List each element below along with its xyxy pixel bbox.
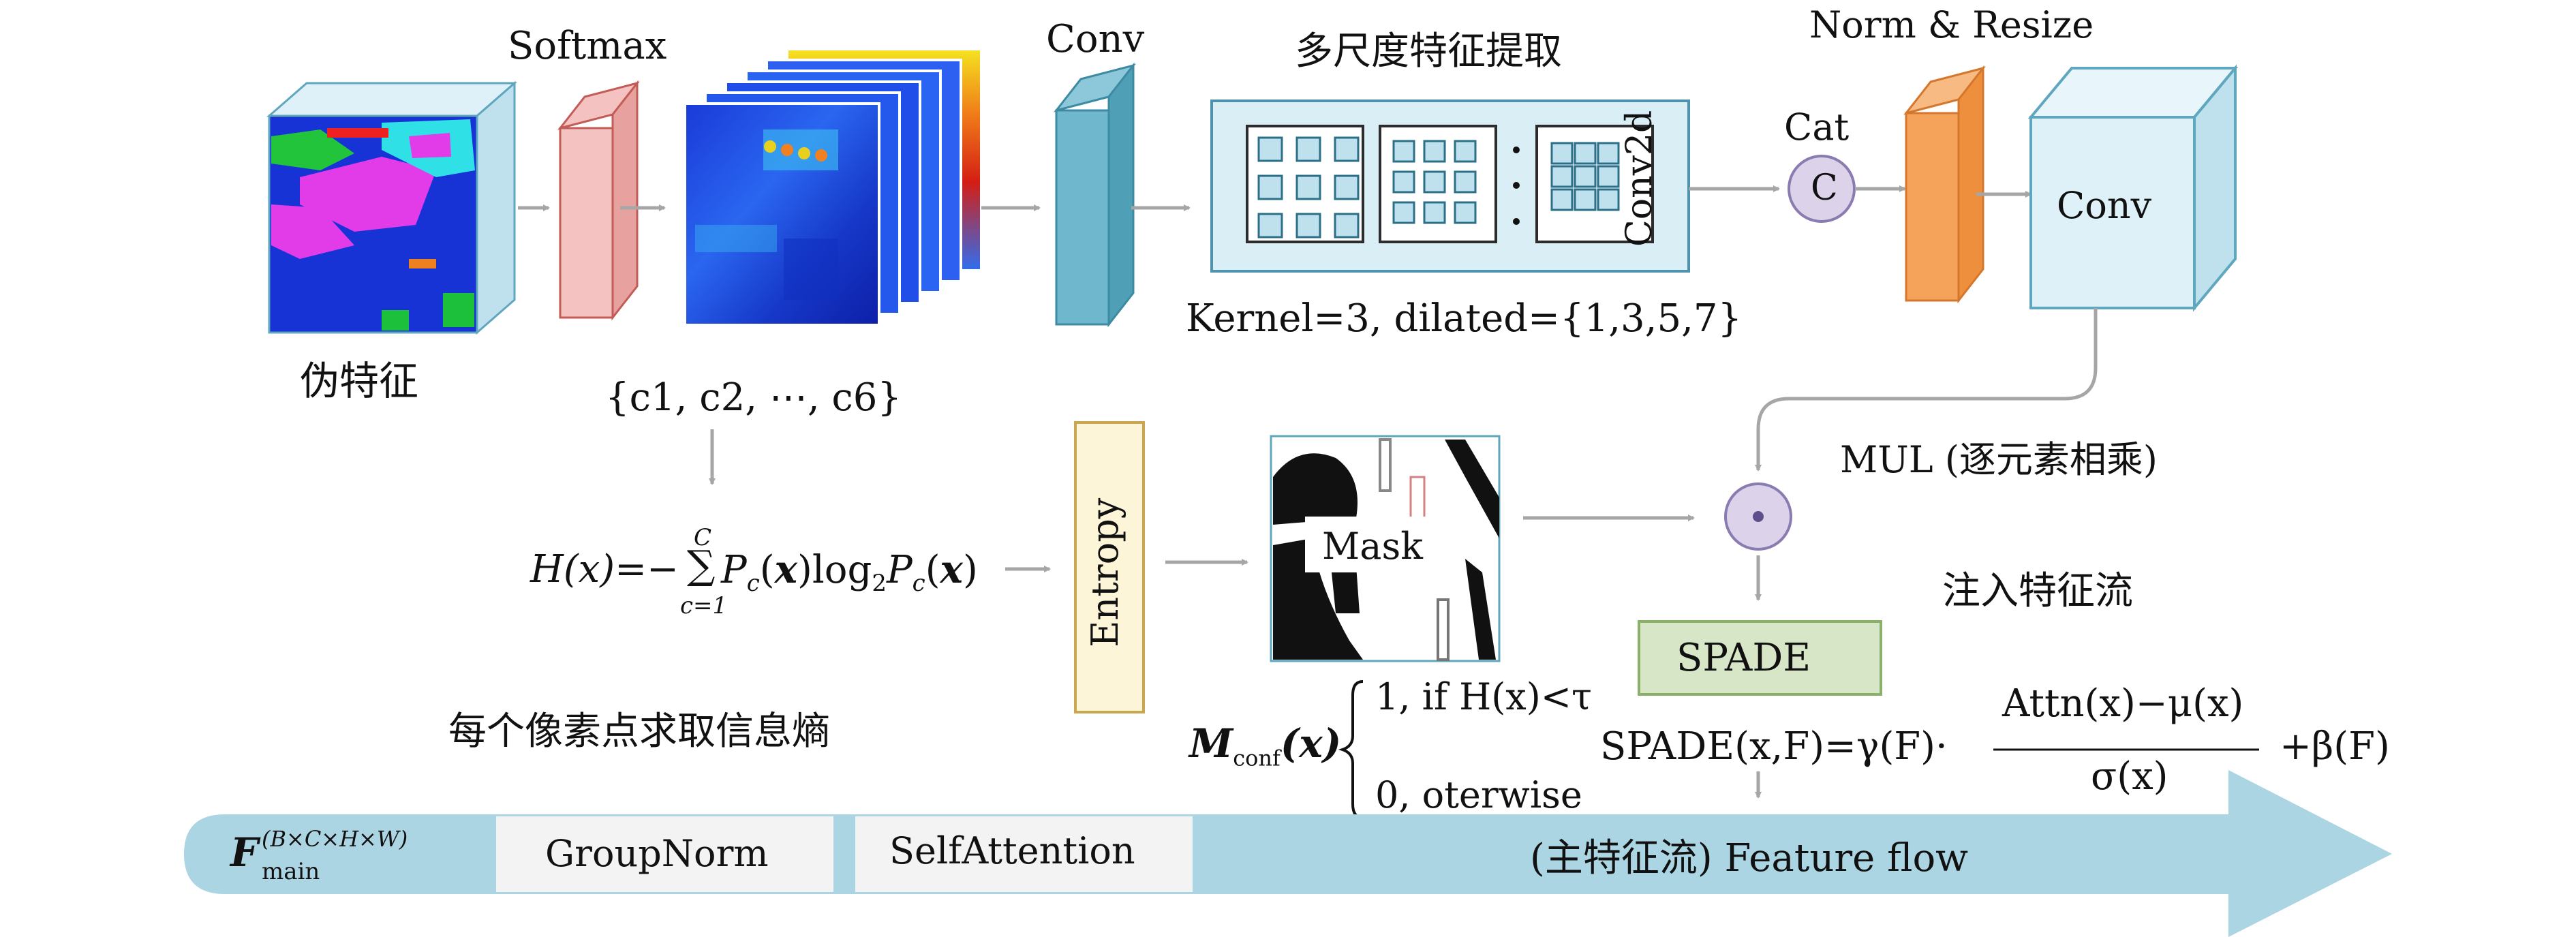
feature-flow-label: (主特征流) Feature flow	[1530, 836, 1969, 880]
norm-resize-label: Norm & Resize	[1809, 3, 2094, 46]
conv2d-label: Conv2d	[1619, 110, 1660, 247]
spade-box	[1638, 620, 1882, 696]
conv-top-label: Conv	[1046, 17, 1145, 61]
cat-label: Cat	[1784, 106, 1850, 149]
kernel-cell	[1423, 140, 1446, 163]
conv-slab-icon	[1054, 62, 1136, 328]
mconf-arg: (x)	[1280, 720, 1342, 767]
kernel-cell	[1392, 201, 1415, 224]
entropy-p: P	[721, 548, 747, 592]
kernel-grid-dense	[1550, 142, 1620, 211]
spade-formula-numerator: Attn(x)−μ(x)	[2002, 681, 2244, 726]
per-pixel-entropy-label: 每个像素点求取信息熵	[448, 709, 830, 754]
kernel-cell	[1423, 170, 1446, 194]
kernel-cell	[1597, 188, 1620, 211]
kernel-cell	[1257, 136, 1283, 162]
spade-label: SPADE	[1676, 636, 1811, 680]
mconf-formula: Mconf(x)	[1189, 724, 1341, 769]
cat-symbol: C	[1811, 168, 1838, 209]
feature-flow-arrow	[184, 770, 2392, 937]
entropy-formula-rhs: Pc(x)log2Pc(x)	[721, 547, 978, 598]
fmain-subscript: main	[262, 858, 320, 885]
entropy-sum-upper: C	[694, 524, 712, 551]
spade-formula-lhs: SPADE(x,F)=γ(F)·	[1600, 724, 1948, 769]
kernel-cell	[1454, 140, 1477, 163]
mconf-case-1: 1, if H(x)<τ	[1375, 675, 1592, 718]
kernel-cell	[1454, 201, 1477, 224]
fmain-symbol: F	[230, 833, 258, 872]
kernel-grid-dilated	[1257, 136, 1360, 239]
kernel-cell	[1574, 142, 1597, 165]
multiscale-extraction-box	[1210, 99, 1690, 273]
spade-formula-tail: +β(F)	[2280, 724, 2390, 769]
groupnorm-label: GroupNorm	[545, 832, 769, 875]
classes-label: {c1, c2, ⋯, c6}	[605, 375, 902, 420]
selfattention-label: SelfAttention	[889, 829, 1135, 872]
entropy-sum-sign: ∑	[687, 542, 716, 588]
pseudo-feature-label: 伪特征	[300, 358, 419, 404]
kernel-cell	[1574, 188, 1597, 211]
arrow-icon	[1755, 308, 2098, 472]
kernel-cell	[1295, 213, 1321, 239]
softmax-label: Softmax	[508, 24, 667, 68]
norm-resize-slab-icon	[1903, 65, 1986, 304]
kernel-cell	[1334, 136, 1360, 162]
kernel-cell	[1334, 174, 1360, 200]
softmax-slab-icon	[557, 80, 640, 321]
pseudo-feature-cube-icon	[266, 80, 517, 335]
kernel-cell	[1423, 201, 1446, 224]
kernel-cell	[1574, 165, 1597, 188]
kernel-cell	[1550, 188, 1574, 211]
inject-label: 注入特征流	[1942, 569, 2133, 613]
kernel-cell	[1295, 174, 1321, 200]
kernel-cell	[1550, 142, 1574, 165]
multiscale-title: 多尺度特征提取	[1295, 29, 1562, 74]
probability-maps-stack	[684, 48, 983, 326]
kernel-cell	[1392, 140, 1415, 163]
kernel-label: Kernel=3, dilated={1,3,5,7}	[1186, 296, 1743, 341]
spade-formula-denominator: σ(x)	[2091, 754, 2168, 799]
cases-brace	[1338, 680, 1364, 819]
kernel-cell	[1392, 170, 1415, 194]
kernel-cell	[1295, 136, 1321, 162]
concat-icon	[1788, 155, 1856, 223]
entropy-sum-lower: c=1	[680, 592, 728, 619]
kernel-cell	[1550, 165, 1574, 188]
kernel-cell	[1597, 142, 1620, 165]
entropy-formula: H(x)=−	[530, 551, 679, 589]
mconf-case-2: 0, oterwise	[1375, 773, 1582, 816]
fmain-name: F	[230, 829, 259, 876]
mconf-name: M	[1189, 720, 1233, 767]
entropy-label: Entropy	[1084, 497, 1126, 647]
entropy-p-sub: c	[746, 570, 760, 598]
conv-box-label: Conv	[2057, 184, 2152, 227]
mconf-sub: conf	[1233, 745, 1281, 771]
entropy-formula-lhs: H(x)=−	[530, 547, 679, 592]
kernel-cell	[1257, 174, 1283, 200]
kernel-cell	[1454, 170, 1477, 194]
kernel-cell	[1597, 165, 1620, 188]
entropy-box	[1074, 421, 1145, 713]
kernel-grid-medium	[1392, 140, 1477, 224]
conv-cube-icon	[2027, 64, 2239, 312]
mask-label: Mask	[1322, 525, 1423, 568]
mask-image	[1270, 435, 1501, 662]
multiply-circle-dot-icon	[1724, 482, 1792, 551]
kernel-cell	[1334, 213, 1360, 239]
fmain-superscript: (B×C×H×W)	[262, 826, 408, 852]
kernel-cell	[1257, 213, 1283, 239]
mul-label: MUL (逐元素相乘)	[1840, 438, 2158, 481]
